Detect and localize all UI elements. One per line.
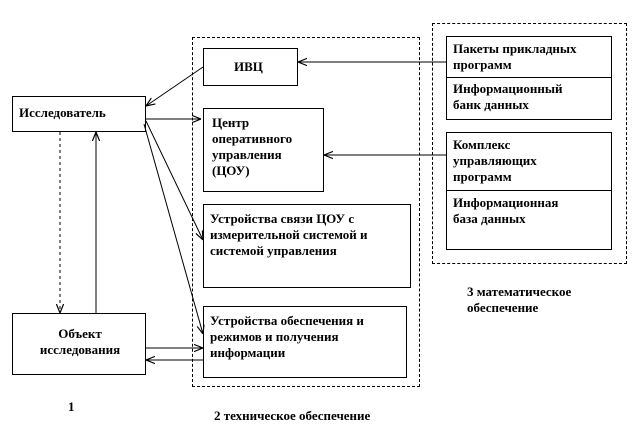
object-label: Объект исследования — [39, 326, 121, 357]
math-support-group — [432, 23, 627, 264]
label-technical-support: 2 техническое обеспечение — [214, 408, 371, 423]
info-base-label: Информационная база данных — [453, 195, 559, 226]
object-box: Объект исследования — [12, 313, 146, 375]
complex-divider — [447, 190, 611, 191]
researcher-label: Исследователь — [19, 105, 106, 120]
arrow-ivc-to-researcher — [146, 66, 204, 106]
complex-box: Комплекс управляющих программ Информацио… — [446, 132, 612, 250]
support-devices-label: Устройства обеспечения и режимов и получ… — [210, 313, 364, 360]
control-center-box: Центр оперативного управления (ЦОУ) — [203, 108, 324, 192]
communication-devices-box: Устройства связи ЦОУ с измерительной сис… — [203, 204, 411, 288]
ivc-box: ИВЦ — [203, 48, 298, 86]
support-devices-box: Устройства обеспечения и режимов и получ… — [203, 306, 407, 378]
label-one: 1 — [68, 399, 75, 414]
complex-label: Комплекс управляющих программ — [453, 137, 537, 184]
packages-box: Пакеты прикладных программ Информационны… — [446, 36, 612, 120]
info-bank-label: Информационный банк данных — [453, 81, 563, 112]
researcher-box: Исследователь — [12, 96, 146, 132]
technical-support-group — [192, 37, 420, 387]
arrow-researcher-to-comm — [145, 120, 203, 240]
control-center-label: Центр оперативного управления (ЦОУ) — [212, 115, 293, 178]
arrow-researcher-to-devices — [143, 123, 203, 334]
label-math-support: 3 математическое обеспечение — [467, 284, 572, 315]
ivc-label: ИВЦ — [234, 59, 263, 74]
packages-label: Пакеты прикладных программ — [453, 41, 577, 72]
communication-devices-label: Устройства связи ЦОУ с измерительной сис… — [210, 211, 368, 258]
packages-divider — [447, 77, 611, 78]
